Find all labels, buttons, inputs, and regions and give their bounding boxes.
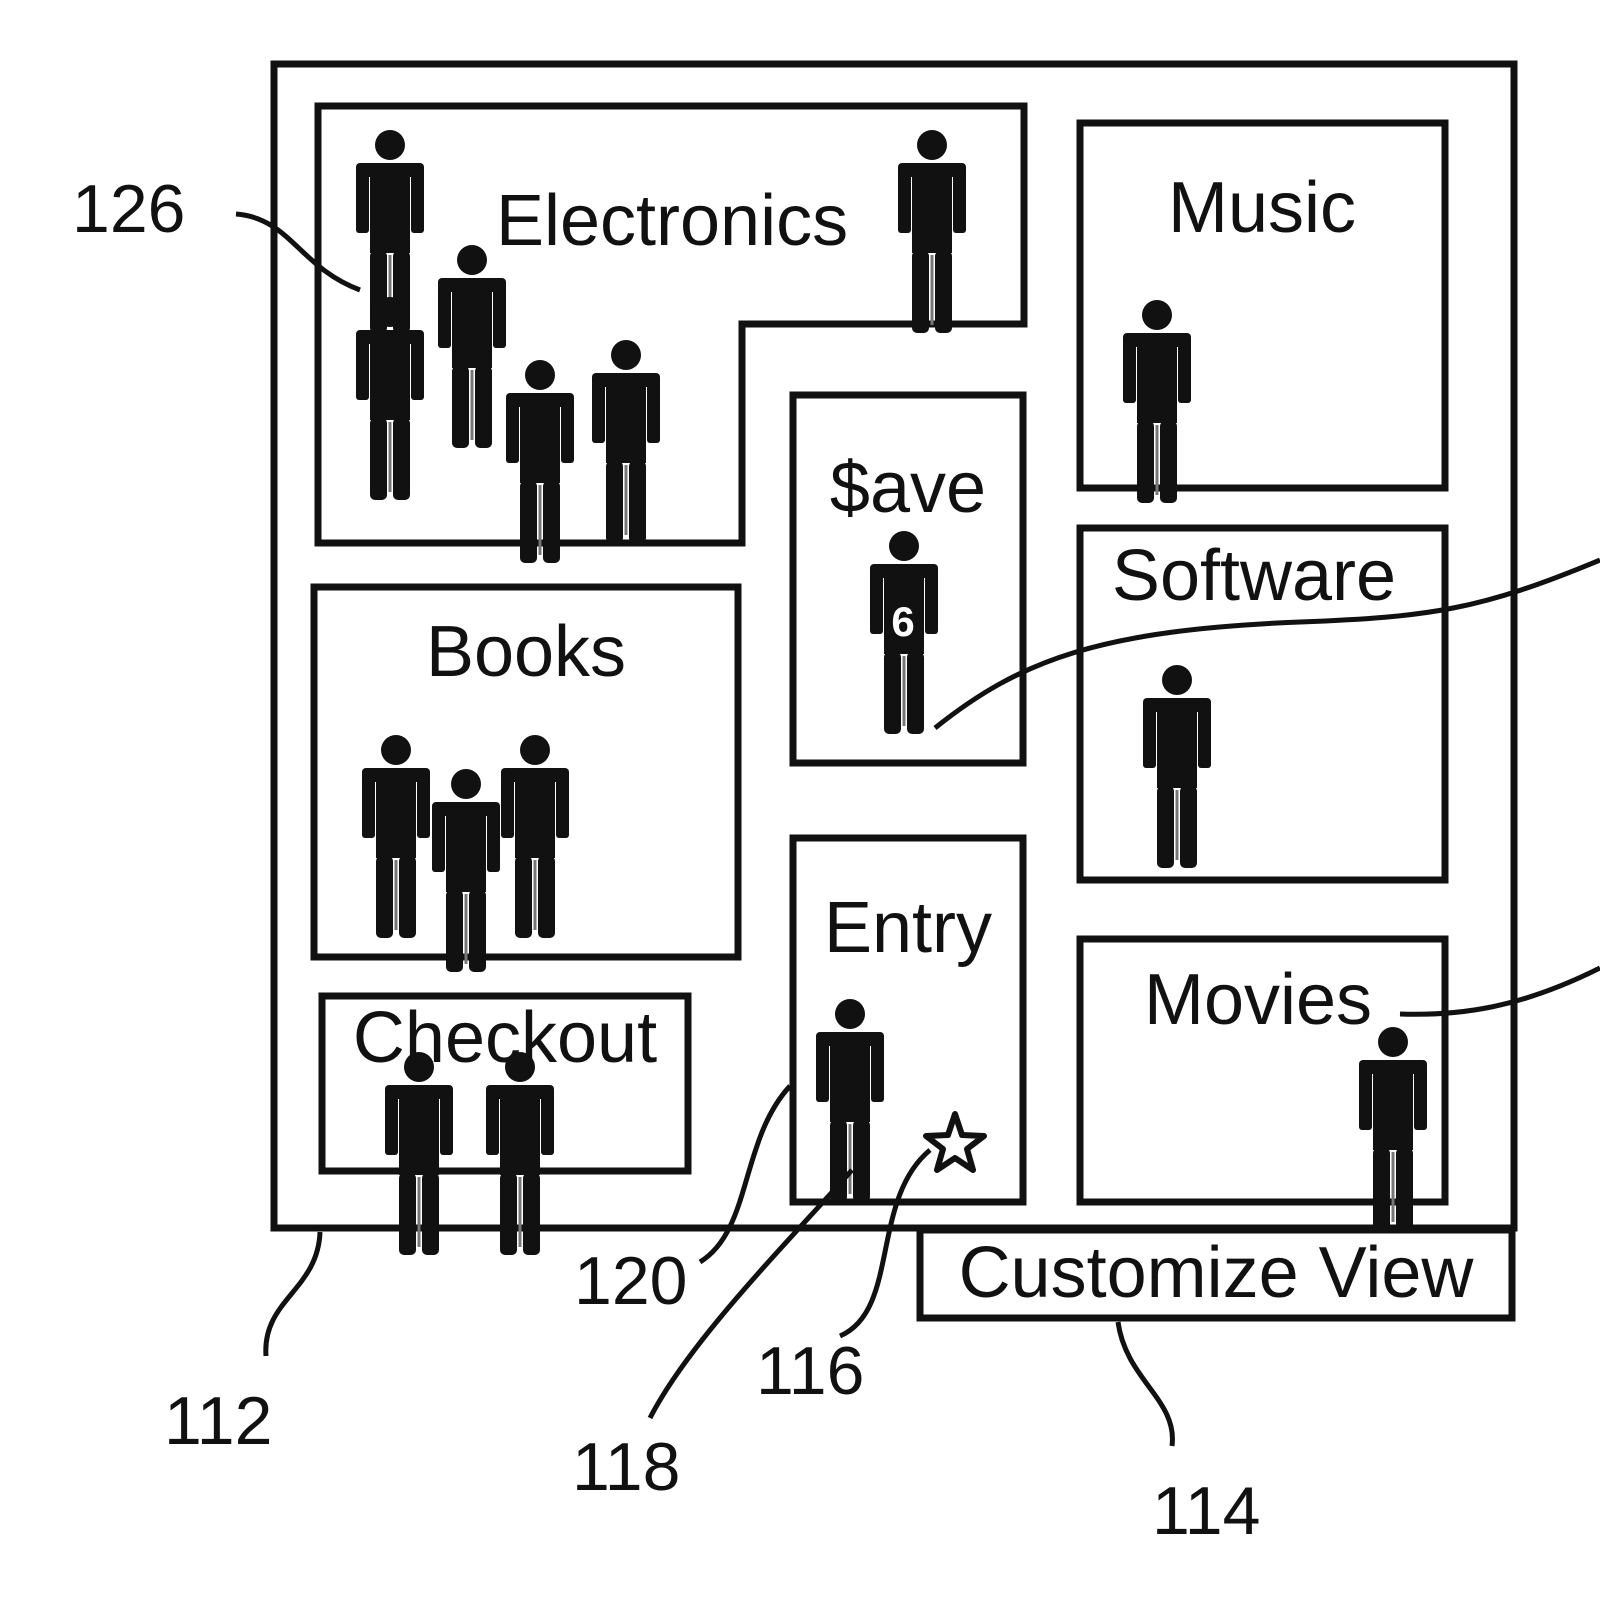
customize-view-label: Customize View	[959, 1233, 1475, 1313]
area-music-label: Music	[1168, 168, 1356, 248]
area-software-label: Software	[1112, 536, 1396, 616]
leader-116	[838, 1148, 932, 1339]
leader-126	[235, 211, 361, 293]
star-marker-icon	[923, 1111, 987, 1173]
area-save-label: $ave	[830, 448, 986, 528]
customize-view-button[interactable]: Customize View	[916, 1226, 1516, 1322]
area-electronics-label: Electronics	[496, 181, 848, 261]
area-music[interactable]	[1076, 119, 1449, 492]
area-electronics[interactable]	[314, 102, 1028, 547]
leader-movies	[1399, 965, 1600, 1017]
leader-save-person	[933, 557, 1600, 730]
ref-114: 114	[1152, 1473, 1260, 1549]
area-software[interactable]	[1076, 524, 1449, 884]
ref-112: 112	[164, 1383, 272, 1459]
area-movies-label: Movies	[1144, 960, 1372, 1040]
leader-114	[1115, 1321, 1175, 1447]
leader-118	[647, 1168, 854, 1420]
group-count-badge: 6	[891, 598, 914, 645]
ref-118: 118	[572, 1429, 680, 1505]
area-books-label: Books	[426, 612, 626, 692]
area-entry-label: Entry	[824, 888, 992, 968]
leader-112	[263, 1231, 323, 1357]
ref-120: 120	[574, 1243, 687, 1319]
ref-116: 116	[756, 1333, 864, 1409]
leader-120	[698, 1084, 792, 1265]
area-checkout-label: Checkout	[353, 998, 657, 1078]
ref-126: 126	[72, 171, 185, 247]
